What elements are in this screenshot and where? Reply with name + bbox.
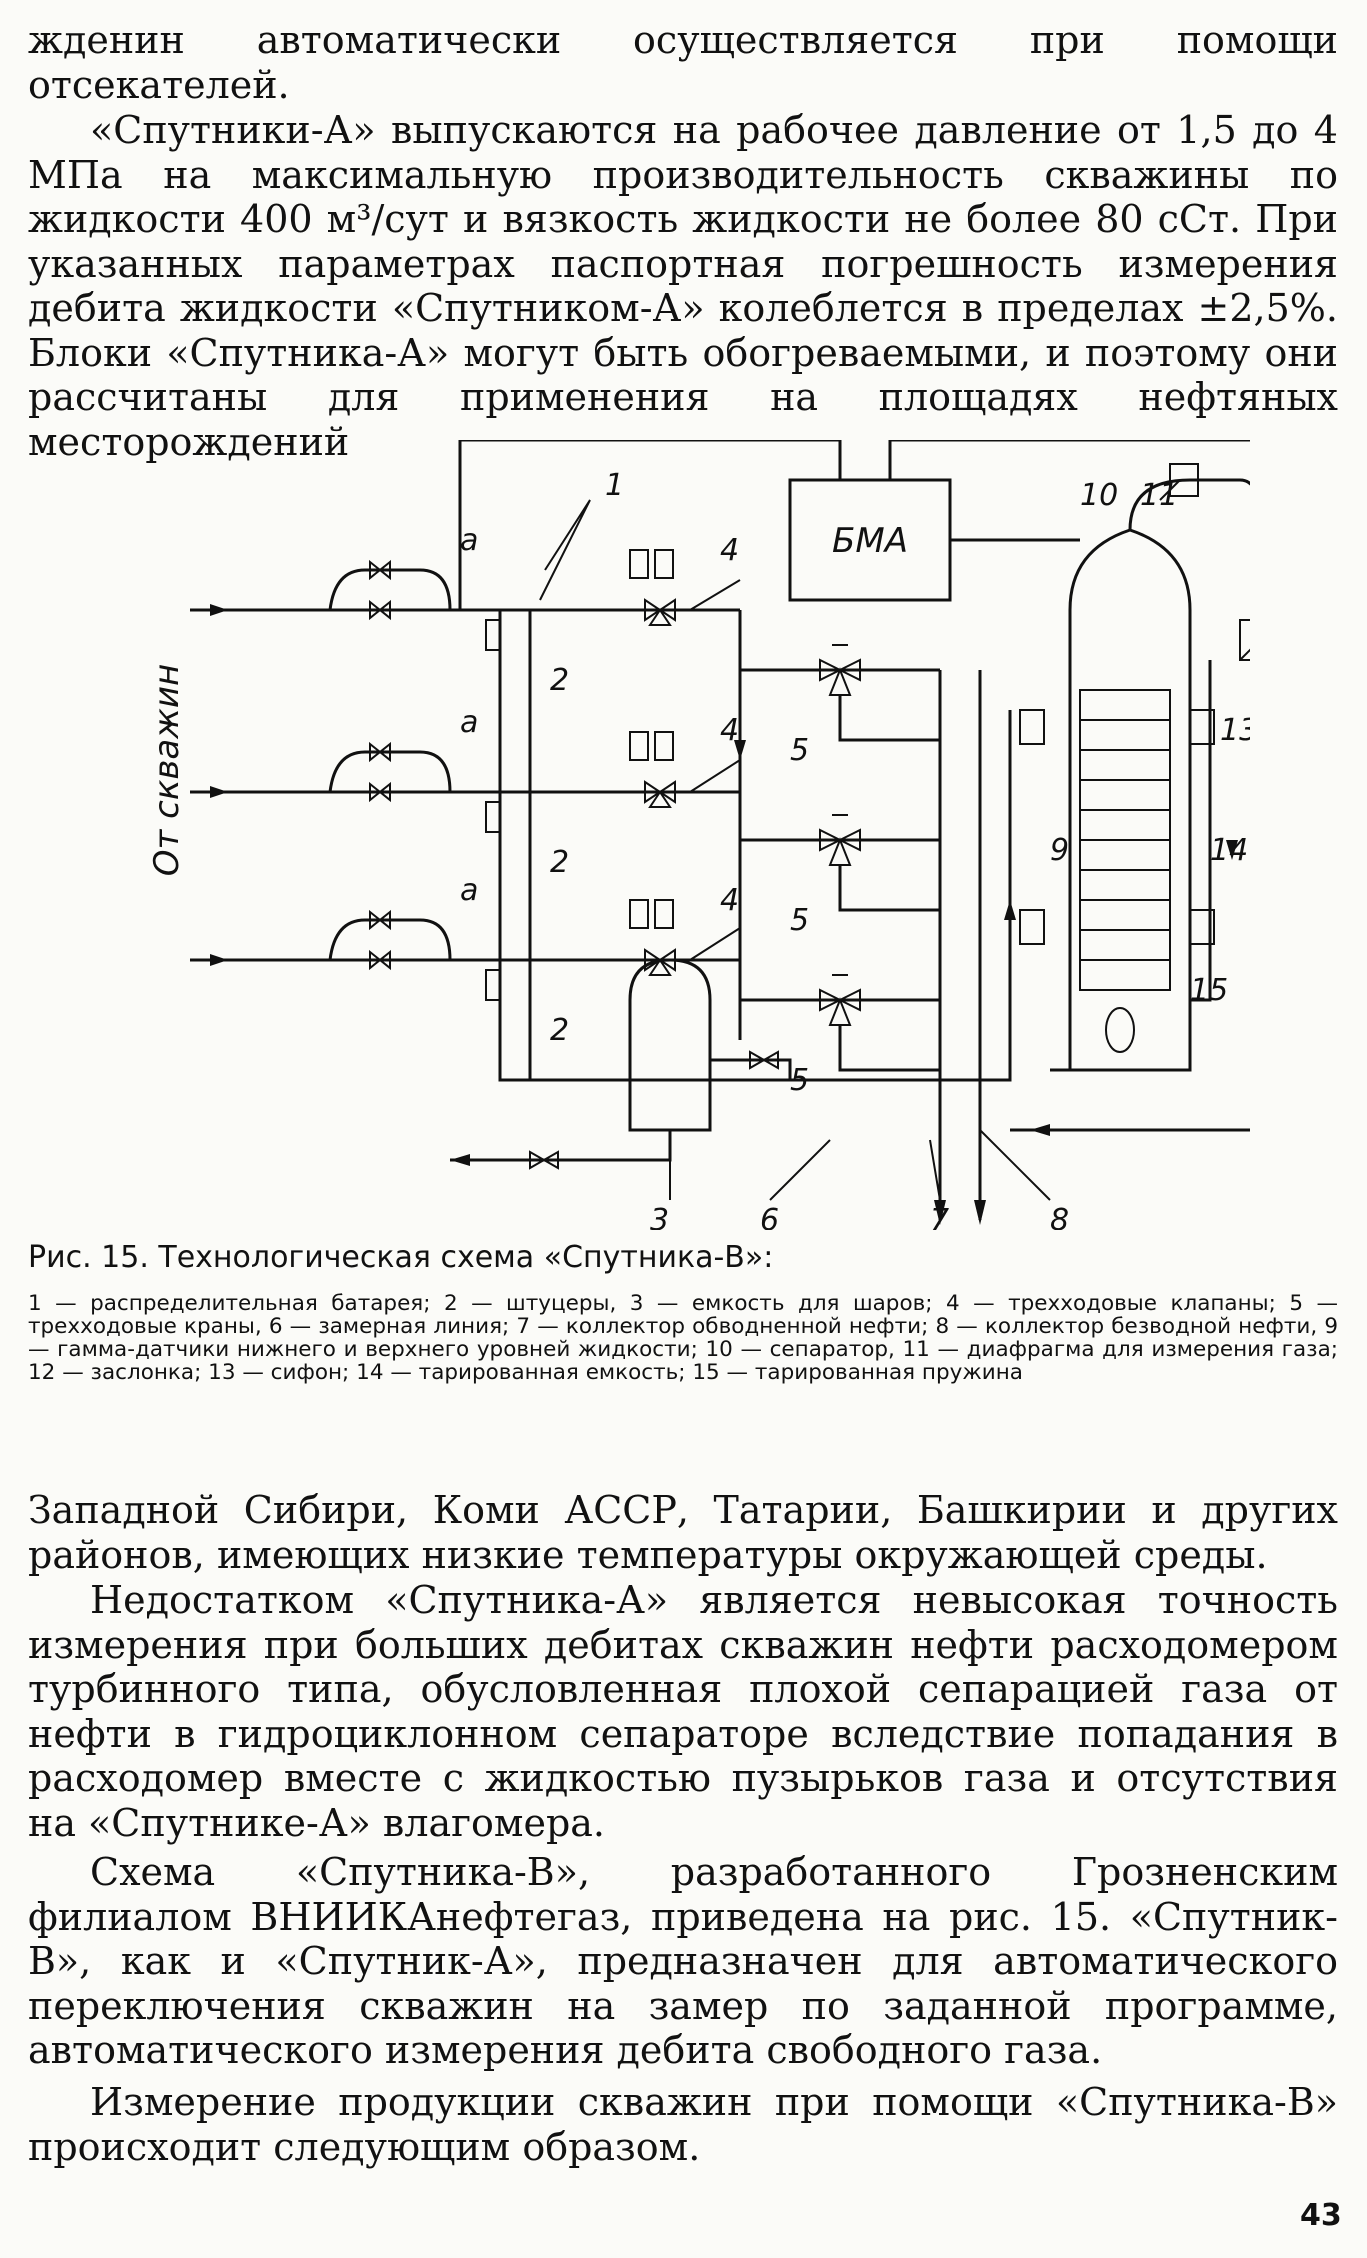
label-10: 10 [1080,478,1118,513]
label-5a: 5 [790,733,809,768]
bma-label: БМА [832,521,908,561]
label-4c: 4 [720,883,739,918]
three-way-cranes-5 [819,644,861,1026]
paragraph-6: Измерение продукции скважин при помощи «… [28,2080,1338,2169]
paragraph-4: Недостатком «Спутника-А» является невысо… [28,1578,1338,1845]
label-a1: а [460,523,478,558]
three-way-valves-4 [629,549,676,976]
label-2b: 2 [550,845,569,880]
separator-10 [1019,463,1250,1072]
label-8: 8 [1050,1203,1069,1230]
figure-caption-title: Рис. 15. Технологическая схема «Спутника… [28,1240,774,1275]
label-11: 11 [1140,478,1178,513]
scheme-diagram: От скважин [150,440,1250,1230]
label-13: 13 [1220,713,1250,748]
label-3: 3 [650,1203,669,1230]
label-6: 6 [760,1203,779,1230]
label-4b: 4 [720,713,739,748]
paragraph-1: жденин автоматически осуществляется при … [28,18,1338,107]
paragraph-2: «Спутники-А» выпускаются на рабочее давл… [28,108,1338,464]
label-14: 14 [1210,833,1248,868]
label-2a: 2 [550,663,569,698]
inlet-row-3 [190,909,570,971]
inlet-row-2 [190,741,570,803]
paragraph-5: Схема «Спутника-В», разработанного Грозн… [28,1850,1338,2072]
label-2c: 2 [550,1013,569,1048]
side-label: От скважин [150,664,187,876]
paragraph-3: Западной Сибири, Коми АССР, Татарии, Баш… [28,1488,1338,1577]
label-1: 1 [605,468,624,503]
label-5c: 5 [790,1063,809,1098]
label-9: 9 [1050,833,1069,868]
label-7: 7 [930,1203,949,1230]
figure-caption-legend: 1 — распределительная батарея; 2 — штуце… [28,1291,1338,1385]
figure-15-scheme: От скважин [150,440,1250,1230]
label-5b: 5 [790,903,809,938]
label-15: 15 [1190,973,1228,1008]
label-4a: 4 [720,533,739,568]
label-a3: а [460,873,478,908]
inlet-row-1 [190,559,570,621]
label-a2: а [460,705,478,740]
page-number: 43 [1300,2198,1342,2233]
